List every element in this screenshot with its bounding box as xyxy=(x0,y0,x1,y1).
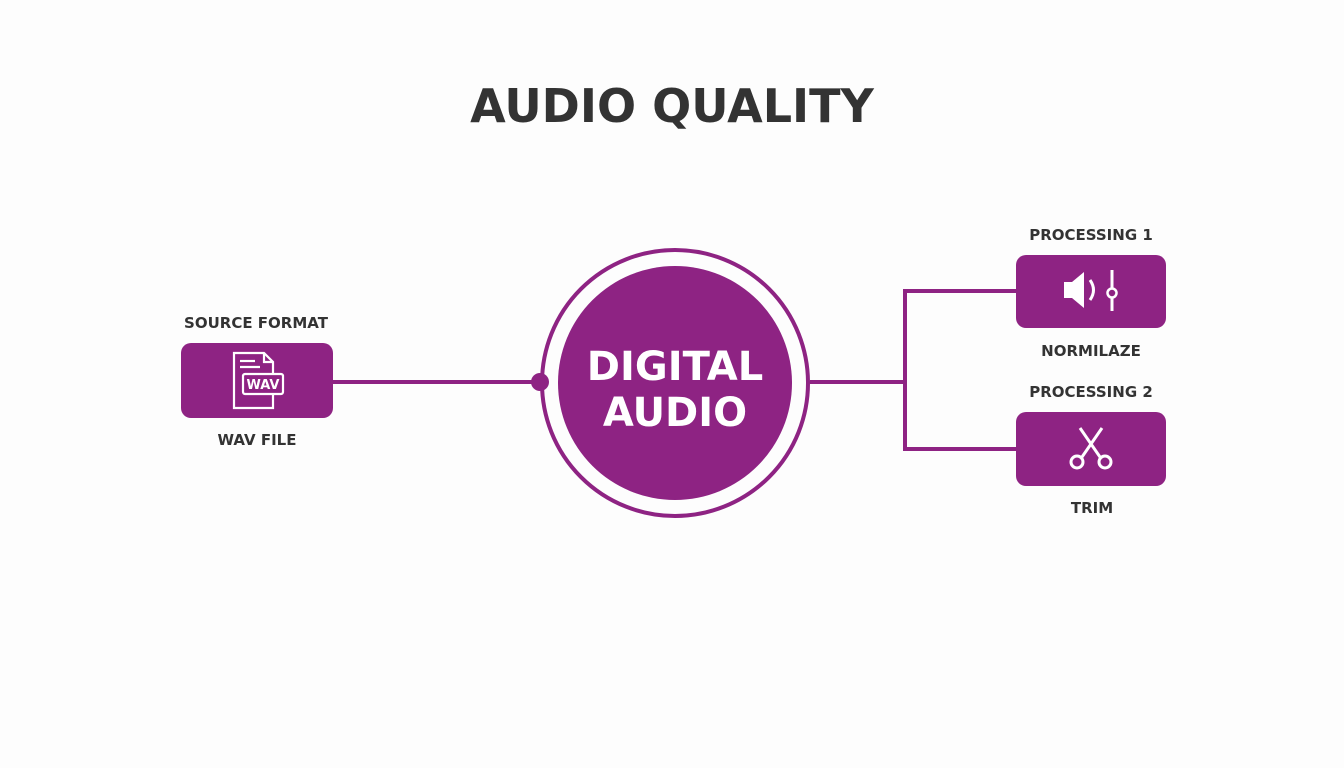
processing-1-heading: PROCESSING 1 xyxy=(1029,226,1153,244)
wav-file-icon: WAV xyxy=(232,351,285,410)
processing-2-caption: TRIM xyxy=(1071,499,1113,517)
source-node: SOURCE FORMAT WAV WAV FILE xyxy=(181,314,333,449)
center-node: DIGITAL AUDIO xyxy=(540,248,810,518)
center-ring xyxy=(540,248,810,518)
scissors-icon xyxy=(1069,427,1113,470)
source-caption: WAV FILE xyxy=(218,431,297,449)
processing-node-1: PROCESSING 1 NORMILAZE xyxy=(1016,226,1166,360)
processing-2-heading: PROCESSING 2 xyxy=(1029,383,1153,401)
connectors xyxy=(333,289,1016,451)
processing-1-caption: NORMILAZE xyxy=(1041,342,1141,360)
source-heading: SOURCE FORMAT xyxy=(184,314,329,332)
connector-dot xyxy=(531,373,549,391)
processing-node-2: PROCESSING 2 TRIM xyxy=(1016,383,1166,517)
processing-2-box xyxy=(1016,412,1166,486)
center-circle xyxy=(558,266,792,500)
diagram-title: AUDIO QUALITY xyxy=(470,79,874,133)
center-label-line2: AUDIO xyxy=(603,390,747,436)
speaker-equalizer-icon xyxy=(1064,270,1118,311)
wav-icon-text: WAV xyxy=(247,378,280,393)
processing-1-box xyxy=(1016,255,1166,328)
center-label-line1: DIGITAL xyxy=(587,344,763,390)
processing-branch xyxy=(903,289,1016,451)
